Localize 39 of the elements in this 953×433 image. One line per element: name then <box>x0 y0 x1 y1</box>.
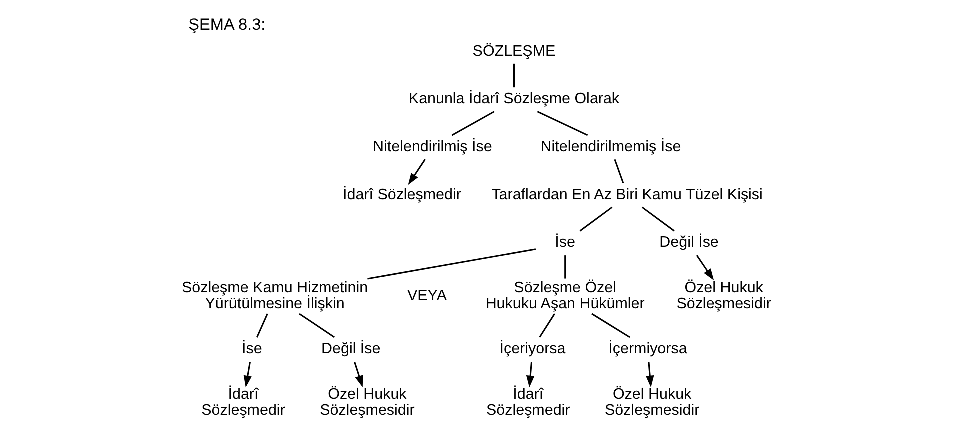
connector <box>538 314 555 338</box>
label: VEYA <box>407 287 446 304</box>
diagram-title: ŞEMA 8.3: <box>188 16 266 34</box>
connector <box>641 206 674 232</box>
node-text: SÖZLEŞME <box>472 42 556 60</box>
node-text: Değil İse <box>659 234 718 252</box>
arrow <box>408 159 426 186</box>
connector <box>367 248 536 280</box>
node-text: İdarî Sözleşmedir <box>342 186 461 204</box>
node-text: İçermiyorsa <box>608 340 687 358</box>
connector <box>512 64 514 88</box>
node-text: İdarî Sözleşmedir <box>486 386 570 420</box>
node-text: Taraflardan En Az Biri Kamu Tüzel Kişisi <box>491 186 762 204</box>
arrow <box>526 362 534 388</box>
node-text: Nitelendirilmemiş İse <box>540 138 681 156</box>
arrow <box>646 362 654 388</box>
node-text: İdarî Sözleşmedir <box>201 386 285 420</box>
connector <box>451 111 494 136</box>
connector <box>256 314 268 338</box>
node-text: Sözleşme Özel Hukuku Aşan Hükümler <box>485 279 644 313</box>
connector <box>536 111 588 136</box>
node-text: Özel Hukuk Sözleşmesidir <box>320 386 414 420</box>
connector <box>579 206 612 232</box>
node-text: Nitelendirilmiş İse <box>372 138 492 156</box>
arrow <box>243 362 252 388</box>
node-text: Kanunla İdarî Sözleşme Olarak <box>408 90 620 108</box>
node-text: Değil İse <box>321 340 380 358</box>
node-text: İse <box>554 234 575 252</box>
connector <box>591 313 630 338</box>
connector <box>298 313 335 338</box>
connector <box>564 256 566 279</box>
node-text: İçeriyorsa <box>499 340 566 358</box>
node-text: Özel Hukuk Sözleşmesidir <box>676 279 771 313</box>
node-text: Özel Hukuk Sözleşmesidir <box>604 386 700 420</box>
arrow <box>696 255 714 281</box>
node-text: İse <box>242 340 262 358</box>
arrow <box>354 362 363 388</box>
connector <box>614 159 624 184</box>
node-text: Sözleşme Kamu Hizmetinin Yürütülmesine İlişkin <box>181 279 368 313</box>
